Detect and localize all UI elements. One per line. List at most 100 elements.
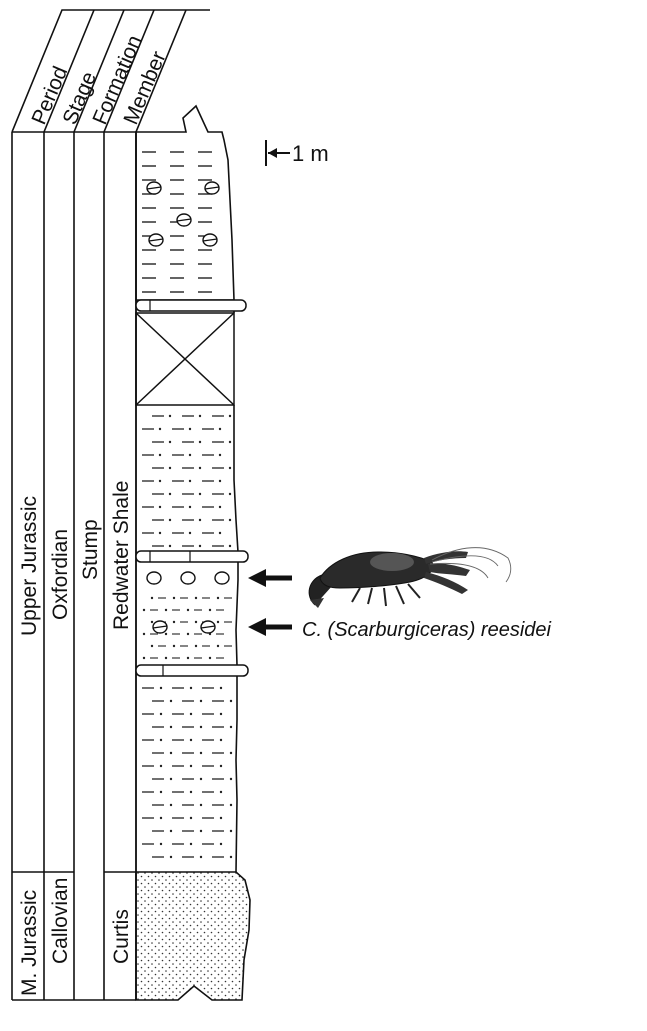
silt-dot: [199, 519, 201, 521]
silt-dot: [143, 633, 145, 635]
silt-dot: [160, 791, 162, 793]
silt-dot: [160, 687, 162, 689]
silt-dot: [229, 493, 231, 495]
silt-dot: [160, 713, 162, 715]
silt-dot: [230, 752, 232, 754]
silt-dot: [199, 441, 201, 443]
resistant-beds: [136, 300, 248, 676]
silt-dot: [190, 687, 192, 689]
silt-dot: [229, 519, 231, 521]
silt-dot: [229, 545, 231, 547]
silt-dot: [189, 428, 191, 430]
silt-dot: [165, 609, 167, 611]
fossil-species-label: C. (Scarburgiceras) reesidei: [302, 619, 552, 641]
silt-dot: [189, 454, 191, 456]
silt-dot: [143, 609, 145, 611]
silt-dot: [169, 467, 171, 469]
silt-dot: [151, 645, 153, 647]
silt-dot: [220, 687, 222, 689]
concretion: [147, 572, 161, 584]
silt-dot: [160, 765, 162, 767]
covered-interval: [136, 313, 234, 405]
silt-dot: [190, 765, 192, 767]
silt-dot: [170, 830, 172, 832]
silt-dot: [151, 621, 153, 623]
silt-dot: [151, 597, 153, 599]
silt-dot: [199, 545, 201, 547]
silt-dot: [209, 609, 211, 611]
silt-dot: [195, 621, 197, 623]
silt-dot: [209, 657, 211, 659]
crayfish-illustration: [309, 548, 511, 608]
silt-dot: [169, 441, 171, 443]
silt-dot: [200, 726, 202, 728]
lithology-patterns: [142, 152, 232, 858]
silt-dot: [170, 804, 172, 806]
silt-dot: [159, 506, 161, 508]
label-oxfordian: Oxfordian: [49, 529, 72, 620]
silt-dot: [229, 441, 231, 443]
silt-dot: [219, 428, 221, 430]
silt-dot: [200, 778, 202, 780]
upper-shale-unit: [136, 106, 234, 300]
silt-dot: [200, 830, 202, 832]
silt-dot: [230, 856, 232, 858]
concretion: [215, 572, 229, 584]
silt-dot: [229, 467, 231, 469]
concretion: [181, 572, 195, 584]
silt-dot: [143, 657, 145, 659]
lithology-column: [136, 106, 250, 1000]
silt-dot: [229, 415, 231, 417]
silt-dot: [199, 493, 201, 495]
silt-dot: [220, 843, 222, 845]
silt-dot: [170, 726, 172, 728]
silt-dot: [169, 493, 171, 495]
silt-dot: [217, 621, 219, 623]
silt-dot: [187, 657, 189, 659]
silt-dot: [217, 645, 219, 647]
silt-dot: [159, 532, 161, 534]
silt-dot: [159, 428, 161, 430]
label-redwater-shale: Redwater Shale: [110, 481, 133, 630]
silt-dot: [165, 657, 167, 659]
silt-dot: [200, 804, 202, 806]
label-callovian: Callovian: [49, 878, 72, 964]
silt-dot: [230, 726, 232, 728]
silt-dot: [187, 609, 189, 611]
silt-dot: [173, 621, 175, 623]
silt-dot: [169, 415, 171, 417]
silt-dot: [189, 506, 191, 508]
silt-dot: [219, 454, 221, 456]
silt-dot: [159, 454, 161, 456]
silt-dot: [169, 519, 171, 521]
silt-dot: [195, 645, 197, 647]
silt-dot: [220, 791, 222, 793]
silt-dot: [170, 856, 172, 858]
silt-dot: [189, 480, 191, 482]
silt-dot: [230, 804, 232, 806]
silt-dot: [190, 843, 192, 845]
sandstone-unit: [136, 872, 250, 1000]
arrow-to-crayfish: [248, 569, 292, 587]
silt-dot: [160, 739, 162, 741]
silt-dot: [173, 597, 175, 599]
label-upper-jurassic: Upper Jurassic: [18, 496, 41, 636]
label-stump: Stump: [79, 519, 102, 580]
silt-dot: [220, 739, 222, 741]
silt-dot: [160, 817, 162, 819]
scale-bar: 1 m: [266, 140, 329, 166]
silt-dot: [169, 545, 171, 547]
silt-dot: [200, 856, 202, 858]
silt-dot: [170, 778, 172, 780]
silt-dot: [190, 817, 192, 819]
silt-dot: [219, 532, 221, 534]
silt-dot: [220, 713, 222, 715]
silt-dot: [199, 415, 201, 417]
silt-dot: [230, 830, 232, 832]
silt-dot: [200, 700, 202, 702]
silt-dot: [187, 633, 189, 635]
label-m-jurassic: M. Jurassic: [18, 890, 41, 996]
silt-dot: [200, 752, 202, 754]
